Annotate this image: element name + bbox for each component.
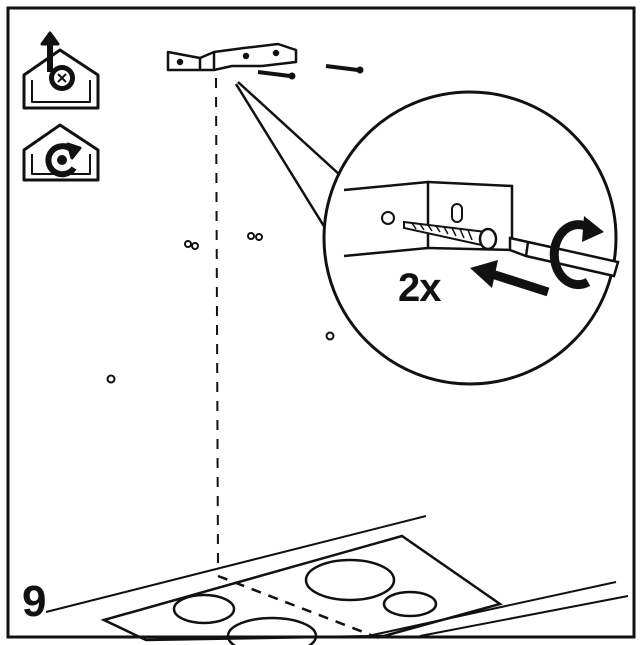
hob-ring bbox=[226, 616, 318, 645]
drill-holes bbox=[106, 232, 335, 384]
centre-guide-line bbox=[215, 77, 219, 566]
screw-top-2 bbox=[325, 64, 364, 74]
detail-magnifier bbox=[322, 90, 620, 386]
recirculation-icon bbox=[22, 123, 100, 182]
step-number: 9 bbox=[22, 577, 47, 626]
worktop bbox=[45, 515, 629, 637]
callout-line-upper bbox=[237, 81, 353, 187]
hob bbox=[100, 534, 503, 645]
drill-hole bbox=[247, 232, 255, 240]
drill-hole bbox=[325, 331, 335, 341]
hob-ring bbox=[172, 593, 236, 625]
drill-hole bbox=[191, 242, 199, 250]
drill-hole bbox=[106, 374, 116, 384]
hob-ring bbox=[382, 590, 438, 618]
drill-hole bbox=[184, 240, 192, 248]
screw-count-label: 2x bbox=[398, 266, 441, 310]
ducted-extraction-icon bbox=[22, 31, 100, 110]
screw-top-1 bbox=[257, 70, 296, 80]
hob-ring bbox=[304, 558, 396, 602]
drill-hole bbox=[255, 233, 263, 241]
callout-line-lower bbox=[234, 83, 332, 237]
wall-bracket bbox=[166, 42, 298, 72]
